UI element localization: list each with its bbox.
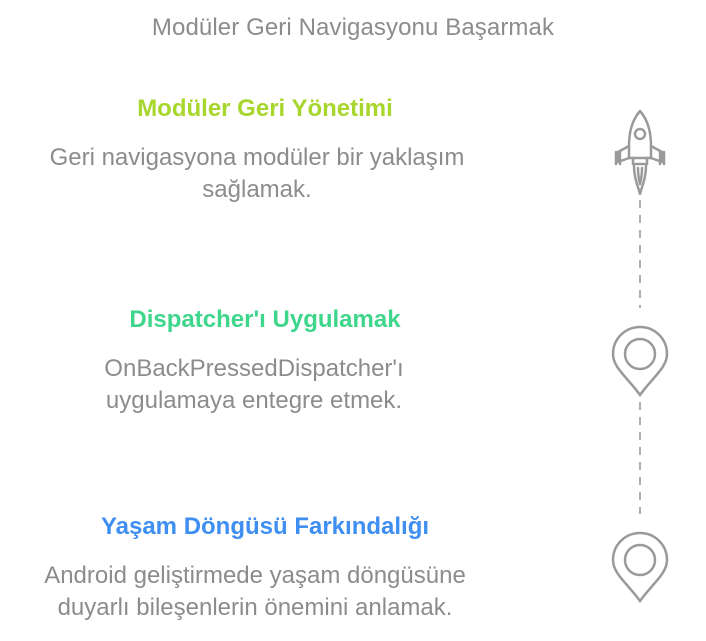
step-description: Geri navigasyona modüler bir yaklaşım sa… bbox=[49, 144, 465, 203]
page-title: Modüler Geri Navigasyonu Başarmak bbox=[151, 14, 555, 41]
map-pin-icon bbox=[610, 324, 670, 398]
step-lifecycle-awareness: Yaşam Döngüsü Farkındalığı Android geliş… bbox=[0, 512, 530, 624]
step-title: Modüler Geri Yönetimi bbox=[137, 95, 393, 122]
step-title: Yaşam Döngüsü Farkındalığı bbox=[100, 513, 430, 540]
step-implement-dispatcher: Dispatcher'ı Uygulamak OnBackPressedDisp… bbox=[0, 305, 530, 417]
step-title: Dispatcher'ı Uygulamak bbox=[129, 306, 401, 333]
connector-line bbox=[639, 200, 641, 308]
connector-line bbox=[639, 402, 641, 514]
step-modular-back-management: Modüler Geri Yönetimi Geri navigasyona m… bbox=[0, 94, 530, 206]
step-description: OnBackPressedDispatcher'ı uygulamaya ent… bbox=[104, 355, 404, 414]
step-description: Android geliştirmede yaşam döngüsüne duy… bbox=[44, 562, 466, 621]
map-pin-icon bbox=[610, 530, 670, 604]
rocket-icon bbox=[610, 108, 670, 200]
